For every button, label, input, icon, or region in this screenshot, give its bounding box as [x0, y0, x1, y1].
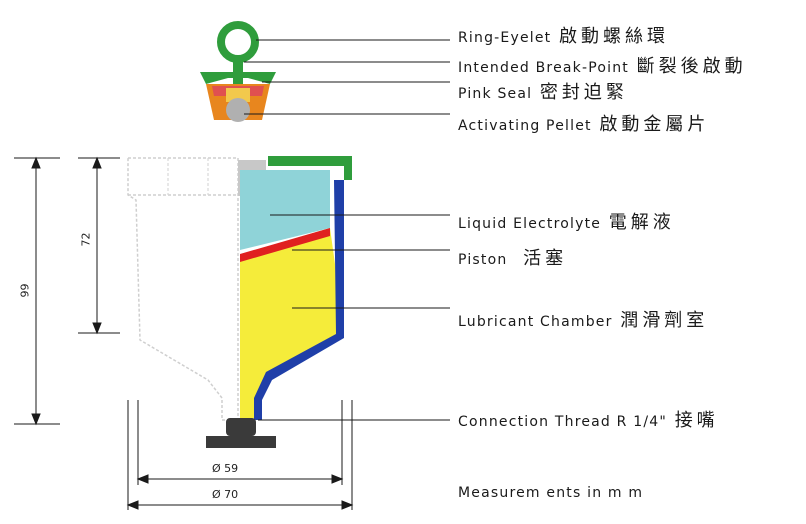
- nozzle-thread: [206, 436, 276, 448]
- liquid-electrolyte: [240, 170, 330, 250]
- nozzle-top: [226, 418, 256, 436]
- label-lubricant-chamber: Lubricant Chamber 潤滑劑室: [458, 310, 709, 331]
- body-outline-left: [127, 157, 239, 421]
- measurements-note: Measurem ents in m m: [458, 485, 644, 501]
- dim-total-height: 99: [18, 283, 32, 298]
- lubricant-chamber: [240, 228, 340, 418]
- activating-pellet: [226, 98, 250, 122]
- dim-inner-diameter: Ø 59: [212, 462, 239, 475]
- green-cap: [200, 72, 276, 84]
- leader-lines: [244, 39, 450, 421]
- label-piston: Piston 活塞: [458, 248, 568, 269]
- dimension-lines: [14, 156, 354, 510]
- top-cap: [268, 156, 352, 180]
- lubricator-body: [127, 156, 352, 448]
- label-ring-eyelet: Ring-Eyelet 啟動螺絲環: [458, 26, 670, 47]
- label-activating-pellet: Activating Pellet 啟動金屬片: [458, 114, 710, 135]
- label-liquid-electrolyte: Liquid Electrolyte 電解液: [458, 212, 675, 233]
- activation-assembly: [200, 21, 276, 122]
- label-break-point: Intended Break-Point 斷裂後啟動: [458, 56, 747, 77]
- dim-chamber-height: 72: [79, 232, 93, 247]
- piston: [240, 228, 330, 262]
- ring-eyelet: [217, 21, 259, 63]
- dim-outer-diameter: Ø 70: [212, 488, 239, 501]
- label-pink-seal: Pink Seal 密封迫緊: [458, 82, 628, 103]
- label-connection-thread: Connection Thread R 1/4" 接嘴: [458, 410, 719, 431]
- blue-wall: [254, 180, 344, 420]
